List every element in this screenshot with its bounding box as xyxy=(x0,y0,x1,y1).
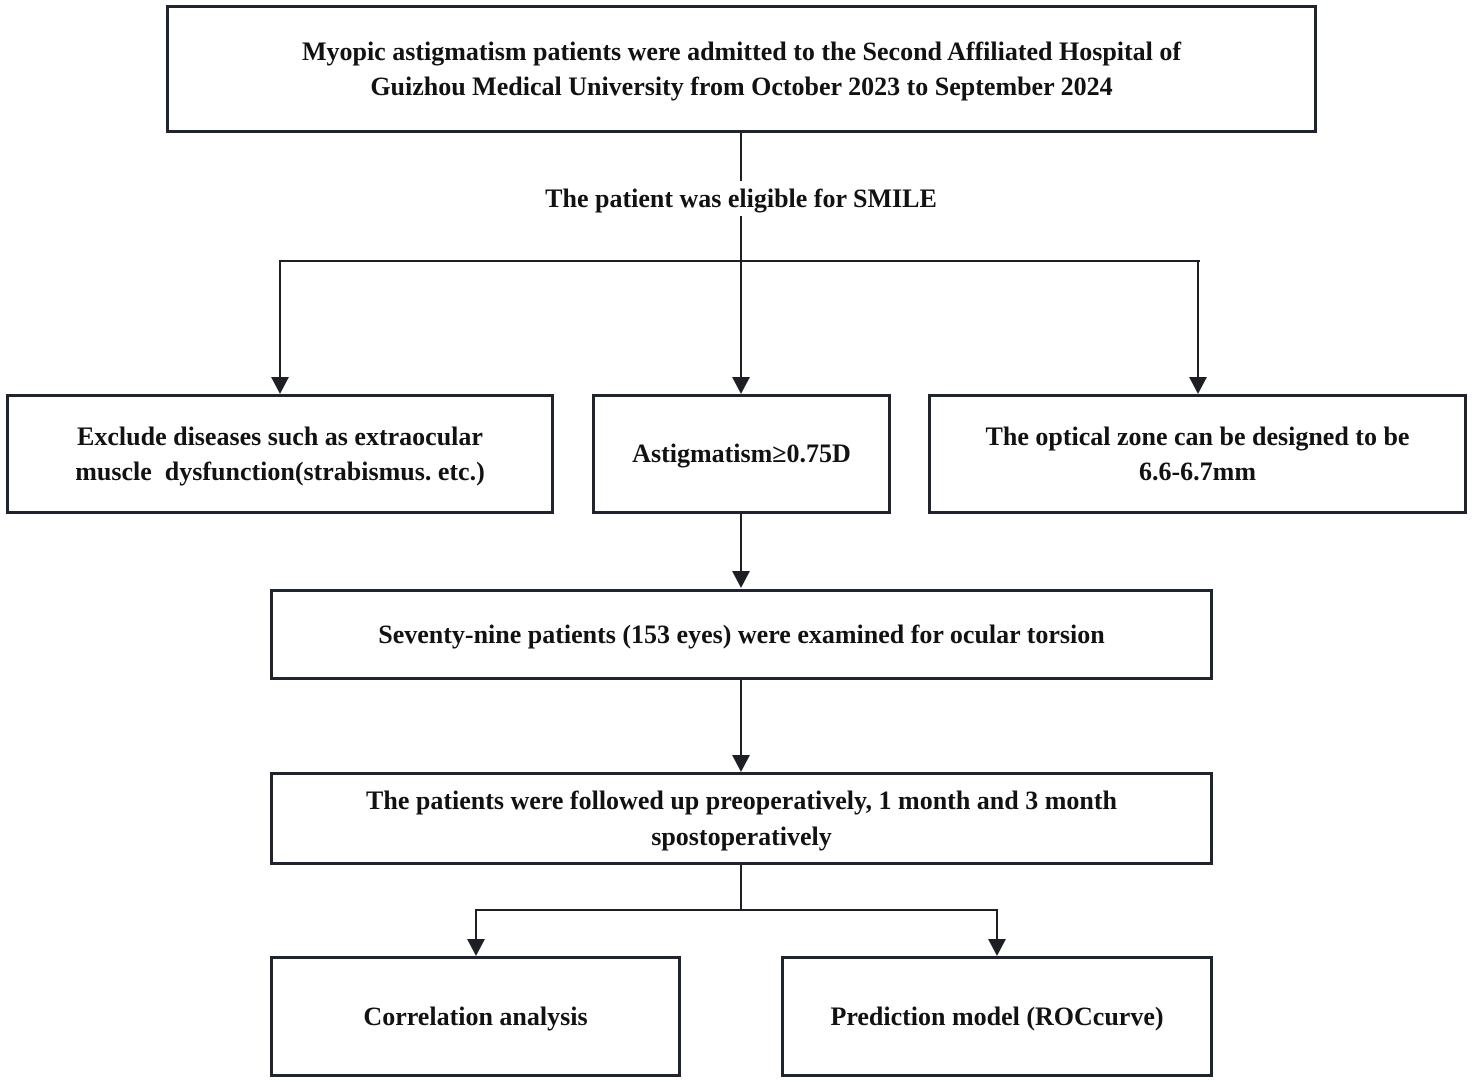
node-correlation-label: Correlation analysis xyxy=(363,1001,588,1031)
node-prediction: Prediction model (ROCcurve) xyxy=(781,956,1213,1077)
arrowhead-examined xyxy=(732,571,750,588)
connector-followup-down xyxy=(740,865,742,911)
arrowhead-prediction xyxy=(988,939,1006,956)
node-eligible-label: The patient was eligible for SMILE xyxy=(533,181,949,217)
node-optical-zone-label: The optical zone can be designed to be 6… xyxy=(985,421,1410,486)
connector-to-astigmatism xyxy=(740,260,742,378)
node-prediction-label: Prediction model (ROCcurve) xyxy=(830,1001,1164,1031)
node-admission-label: Myopic astigmatism patients were admitte… xyxy=(301,36,1182,101)
connector-branch-top xyxy=(279,260,1200,262)
node-followup: The patients were followed up preoperati… xyxy=(270,772,1213,865)
node-astigmatism: Astigmatism≥0.75D xyxy=(592,394,891,514)
connector-to-exclude xyxy=(279,260,281,378)
node-examined-label: Seventy-nine patients (153 eyes) were ex… xyxy=(378,619,1105,649)
node-followup-label: The patients were followed up preoperati… xyxy=(366,786,1117,851)
connector-to-optical xyxy=(1197,260,1199,378)
arrowhead-correlation xyxy=(467,939,485,956)
arrowhead-followup xyxy=(732,755,750,772)
arrowhead-astigmatism xyxy=(732,377,750,394)
arrowhead-exclude xyxy=(271,377,289,394)
node-admission: Myopic astigmatism patients were admitte… xyxy=(166,5,1317,133)
node-optical-zone: The optical zone can be designed to be 6… xyxy=(928,394,1467,514)
node-exclude-label: Exclude diseases such as extraocular mus… xyxy=(75,421,485,486)
connector-astigmatism-examined xyxy=(740,514,742,572)
connector-examined-followup xyxy=(740,680,742,756)
node-examined: Seventy-nine patients (153 eyes) were ex… xyxy=(270,589,1213,680)
connector-branch-bottom xyxy=(475,909,998,911)
node-eligible: The patient was eligible for SMILE xyxy=(441,181,1041,217)
node-astigmatism-label: Astigmatism≥0.75D xyxy=(632,439,851,469)
connector-to-correlation xyxy=(475,909,477,940)
arrowhead-optical xyxy=(1189,377,1207,394)
node-exclude: Exclude diseases such as extraocular mus… xyxy=(6,394,554,514)
node-correlation: Correlation analysis xyxy=(270,956,681,1077)
connector-to-prediction xyxy=(996,909,998,940)
